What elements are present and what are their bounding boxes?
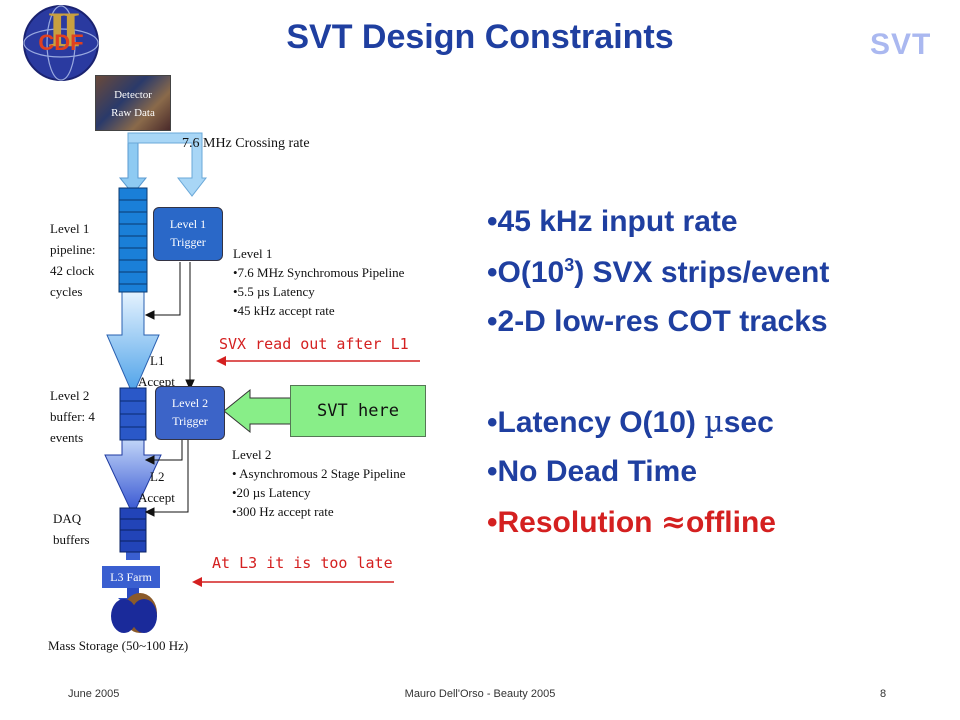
- bullet-resolution-a: •Resolution: [487, 506, 661, 539]
- l3-late-note: At L3 it is too late: [212, 554, 393, 572]
- l2-accept-text: Accept: [138, 490, 175, 505]
- level1-trigger-label: Trigger: [170, 235, 206, 249]
- bullet-resolution-b: offline: [685, 506, 776, 539]
- svt-here-box: SVT here: [290, 385, 426, 437]
- level2-notes: Level 2 • Asynchromous 2 Stage Pipeline …: [232, 445, 406, 521]
- level2-note: Level 2: [232, 447, 272, 462]
- level1-note: •5.5 µs Latency: [233, 284, 315, 299]
- bullet-latency-b: sec: [723, 406, 774, 439]
- l1-to-l2-arrow: [106, 289, 160, 397]
- level1-trigger-box: Level 1 Trigger: [153, 207, 223, 261]
- l2-to-daq-arrow: [104, 439, 162, 517]
- cdf-logo: [23, 5, 99, 81]
- level2-buffer-line: events: [50, 430, 84, 445]
- mass-storage-label: Mass Storage (50~100 Hz): [48, 638, 189, 653]
- bullet-latency: •Latency O(10) µsec: [487, 405, 774, 440]
- level1-pipeline-line: 42 clock: [50, 263, 95, 278]
- level1-notes: Level 1 •7.6 MHz Synchromous Pipeline •5…: [233, 244, 404, 320]
- bullet-dead-time: •No Dead Time: [487, 455, 697, 488]
- bullet-svx-strips-exp: 3: [564, 255, 575, 275]
- detector-label-1: Detector: [114, 89, 152, 101]
- level2-trigger-label: Level 2: [171, 396, 209, 410]
- bullet-cot-tracks: •2-D low-res COT tracks: [487, 305, 828, 338]
- level1-note: •7.6 MHz Synchromous Pipeline: [233, 265, 405, 280]
- bullet-input-rate: •45 kHz input rate: [487, 205, 738, 238]
- bullet-svx-strips-a: •O(10: [487, 256, 565, 289]
- l2-accept-text: L2: [150, 469, 165, 484]
- logo-roman-numeral: II: [47, 1, 81, 57]
- l1-accept-feedback: [144, 262, 195, 391]
- level2-trigger-box: Level 2 Trigger: [155, 386, 225, 440]
- daq-buffer-column: [119, 507, 147, 553]
- l3-late-arrow: [192, 577, 394, 587]
- level2-buffer-line: Level 2: [50, 388, 90, 403]
- bullet-svx-strips-b: ) SVX strips/event: [574, 256, 830, 289]
- daq-buffers-line: buffers: [53, 532, 90, 547]
- level2-buffer-label: Level 2 buffer: 4 events: [50, 385, 95, 448]
- l1-accept-text: L1: [150, 353, 165, 368]
- level2-note: •300 Hz accept rate: [232, 504, 334, 519]
- level1-pipeline-label: Level 1 pipeline: 42 clock cycles: [50, 218, 96, 302]
- footer-page: 8: [880, 688, 887, 700]
- logo-text: CDF: [38, 30, 84, 55]
- svx-readout-arrow: [216, 356, 420, 366]
- storage-disks-icon: [111, 593, 157, 633]
- page-title: SVT Design Constraints: [286, 18, 674, 56]
- bullet-svx-strips: •O(103) SVX strips/event: [487, 255, 829, 290]
- level2-buffer-line: buffer: 4: [50, 409, 95, 424]
- l1-accept-label: L1 Accept: [138, 350, 175, 392]
- l2-accept-label: L2 Accept: [138, 466, 175, 508]
- crossing-rate-label: 7.6 MHz Crossing rate: [182, 136, 310, 151]
- level1-pipeline-line: pipeline:: [50, 242, 96, 257]
- daq-buffers-label: DAQ buffers: [53, 508, 90, 550]
- footer-author: Mauro Dell'Orso - Beauty 2005: [404, 688, 556, 700]
- level1-note: •45 kHz accept rate: [233, 303, 335, 318]
- bullet-latency-a: •Latency O(10): [487, 406, 705, 439]
- bullet-resolution-approx: ≈: [660, 505, 686, 540]
- l3-farm-box: L3 Farm: [102, 566, 160, 588]
- level2-note: •20 µs Latency: [232, 485, 311, 500]
- level1-pipeline-line: Level 1: [50, 221, 90, 236]
- detector-label-2: Raw Data: [111, 107, 155, 119]
- daq-buffers-line: DAQ: [53, 511, 82, 526]
- detector-data-arrows: [118, 132, 208, 197]
- svt-input-arrow: [223, 388, 293, 434]
- detector-image: Detector Raw Data: [95, 75, 171, 131]
- level1-note: Level 1: [233, 246, 273, 261]
- l1-accept-text: Accept: [138, 374, 175, 389]
- footer-date: June 2005: [68, 688, 120, 700]
- bullet-latency-mu: µ: [704, 405, 724, 440]
- svx-readout-note: SVX read out after L1: [219, 335, 409, 353]
- level1-pipeline-line: cycles: [50, 284, 83, 299]
- level2-note: • Asynchromous 2 Stage Pipeline: [232, 466, 406, 481]
- level2-buffer-column: [119, 387, 147, 441]
- svt-brand: SVT: [870, 28, 932, 61]
- level1-pipeline-column: [118, 187, 148, 293]
- bullet-resolution: •Resolution ≈offline: [487, 505, 776, 540]
- level2-trigger-label: Trigger: [172, 414, 208, 428]
- l2-accept-feedback: [144, 438, 189, 517]
- level1-trigger-label: Level 1: [169, 217, 207, 231]
